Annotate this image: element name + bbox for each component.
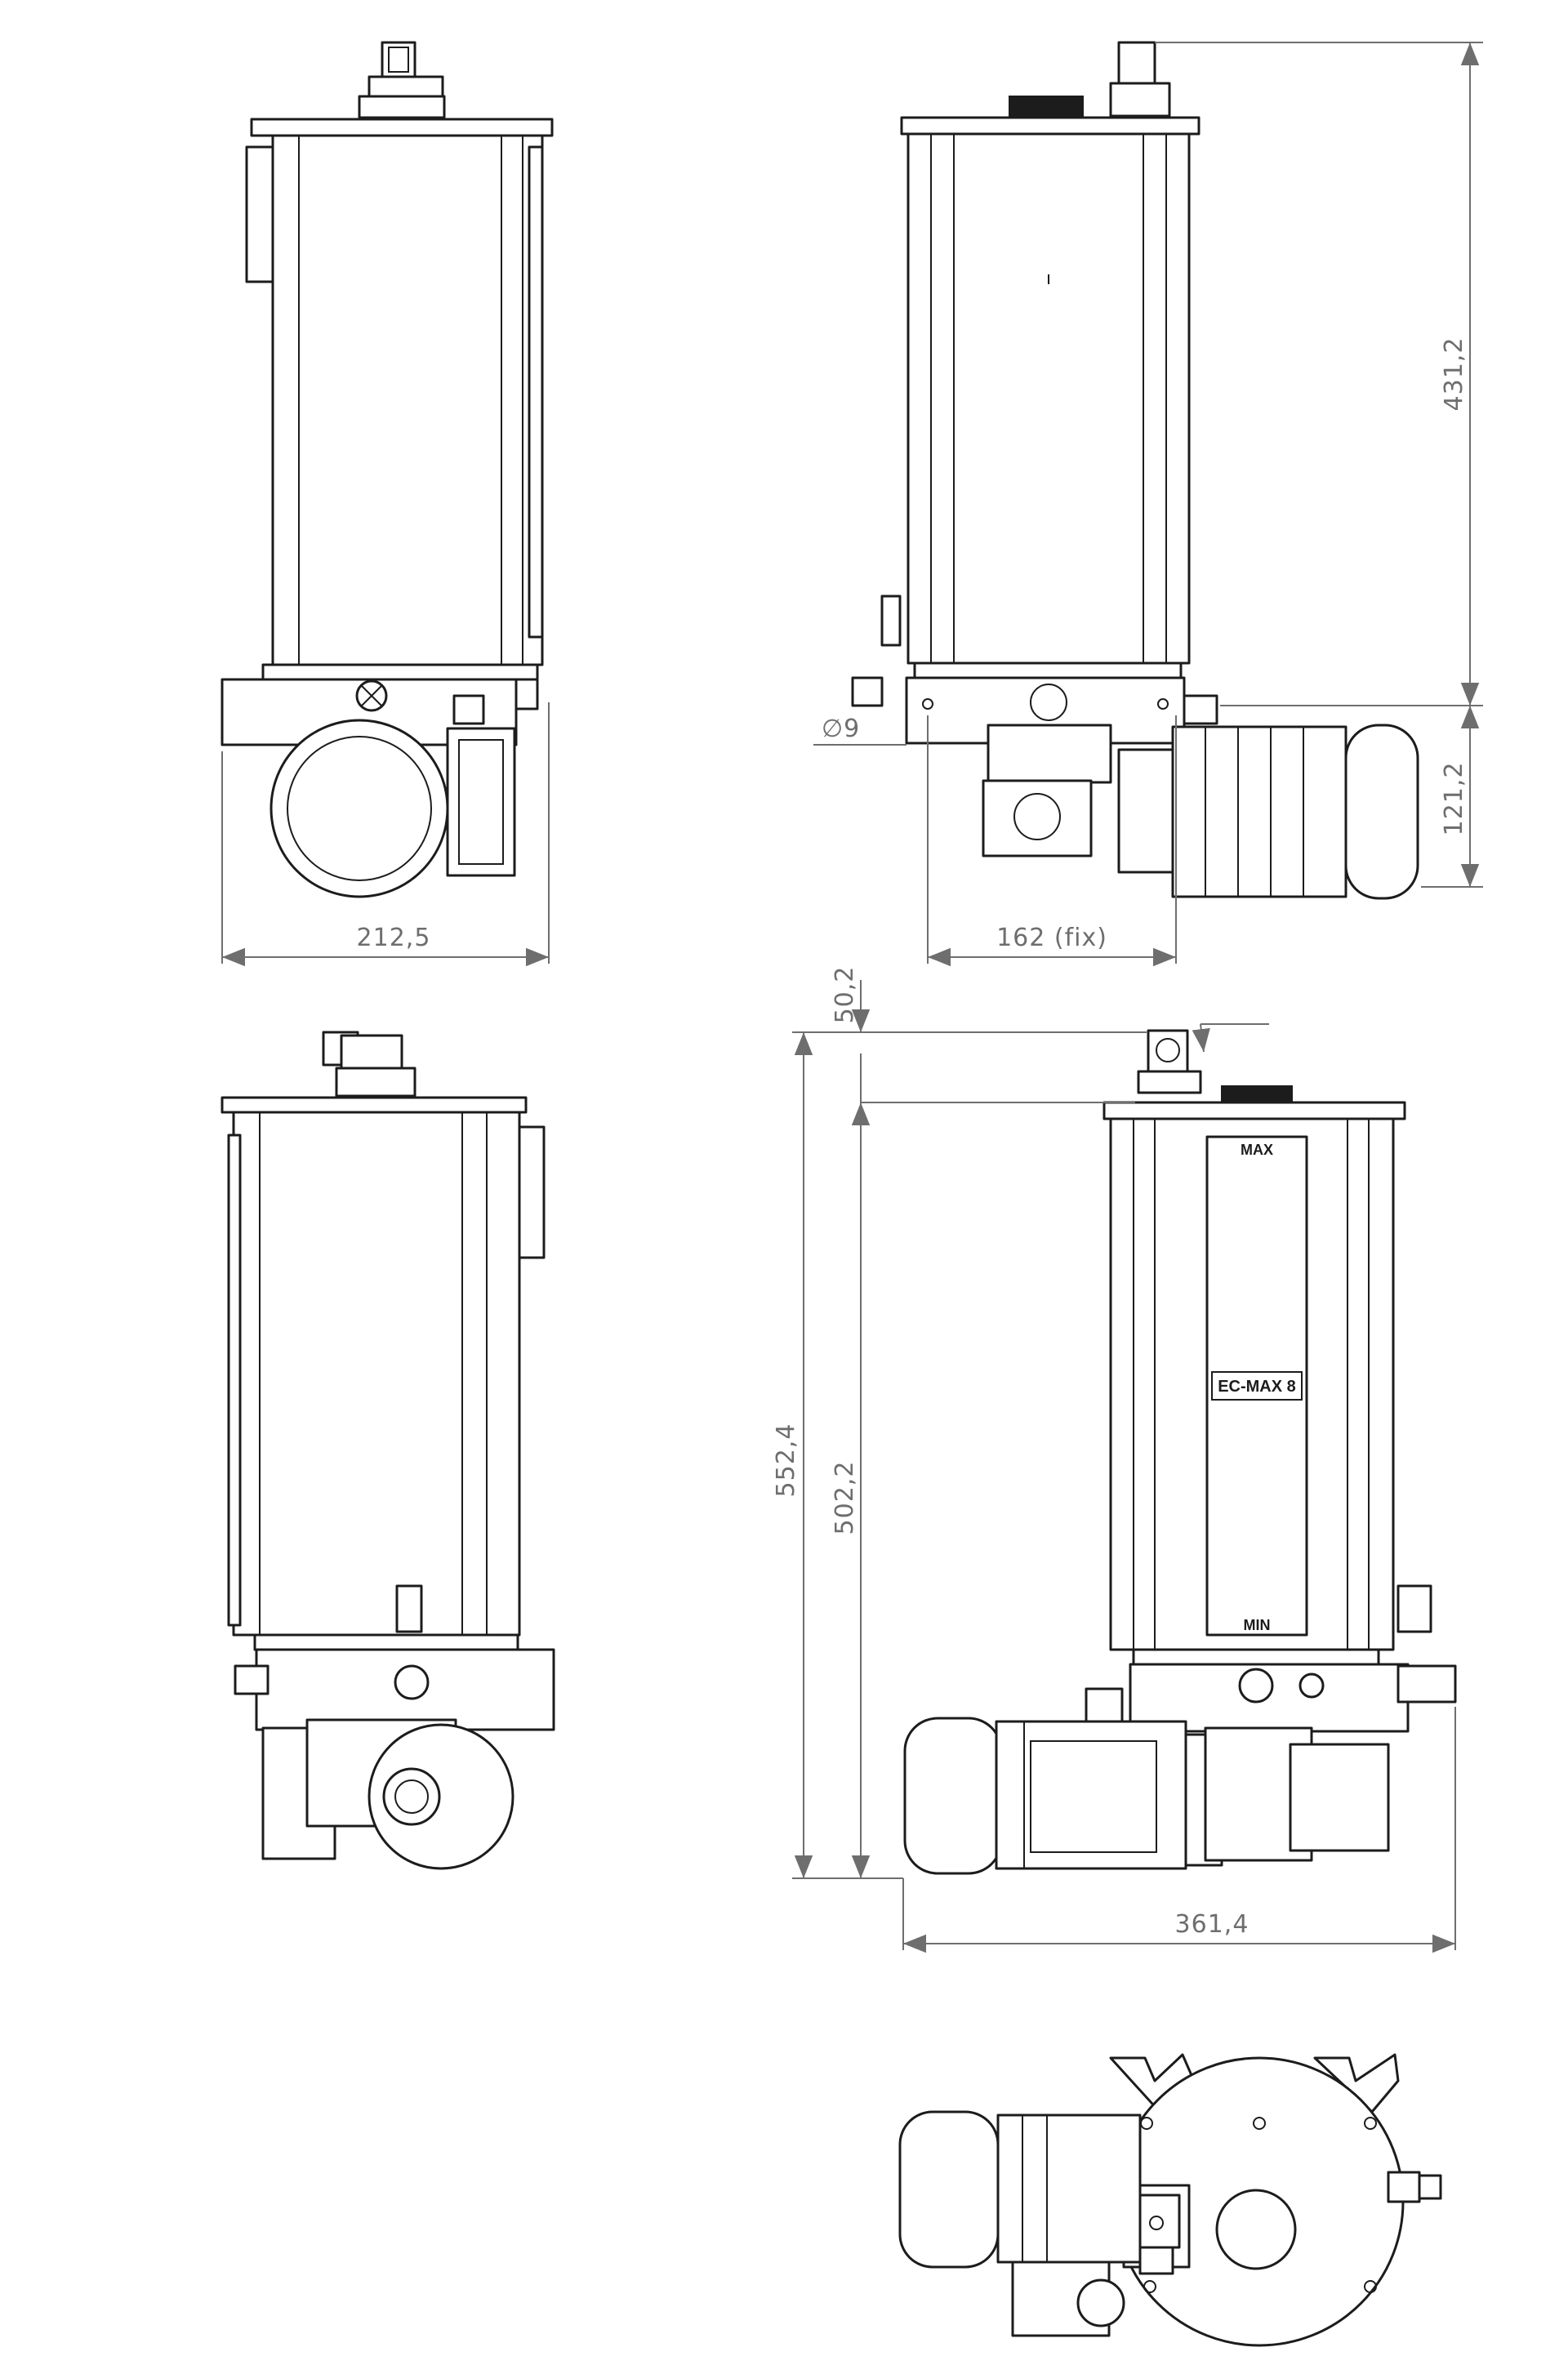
side-view-left	[220, 41, 554, 898]
level-min-label: MIN	[1244, 1617, 1271, 1633]
dim-height-body: 502,2	[831, 1461, 859, 1535]
top-view	[898, 2053, 1442, 2347]
dim-width-side: 212,5	[357, 924, 431, 952]
dim-height-reservoir: 431,2	[1440, 337, 1468, 412]
dim-port-diameter: ∅9	[822, 715, 860, 743]
front-view-top	[851, 41, 1419, 900]
dim-cap-height: 50,2	[831, 966, 859, 1024]
model-label: EC-MAX 8	[1218, 1378, 1296, 1396]
dimensions: 212,5 431,2 121,2 ∅9 162 (fix) 50,2 552,…	[221, 42, 1483, 1953]
dim-width-total: 361,4	[1175, 1910, 1250, 1939]
front-view-labelled: MAX EC-MAX 8 MIN	[903, 1029, 1457, 1875]
dim-fixing-distance: 162 (fix)	[996, 924, 1107, 952]
side-view-back	[220, 1031, 555, 1870]
level-max-label: MAX	[1241, 1142, 1273, 1158]
dim-height-drive: 121,2	[1440, 762, 1468, 836]
dim-height-total: 552,4	[772, 1423, 800, 1498]
